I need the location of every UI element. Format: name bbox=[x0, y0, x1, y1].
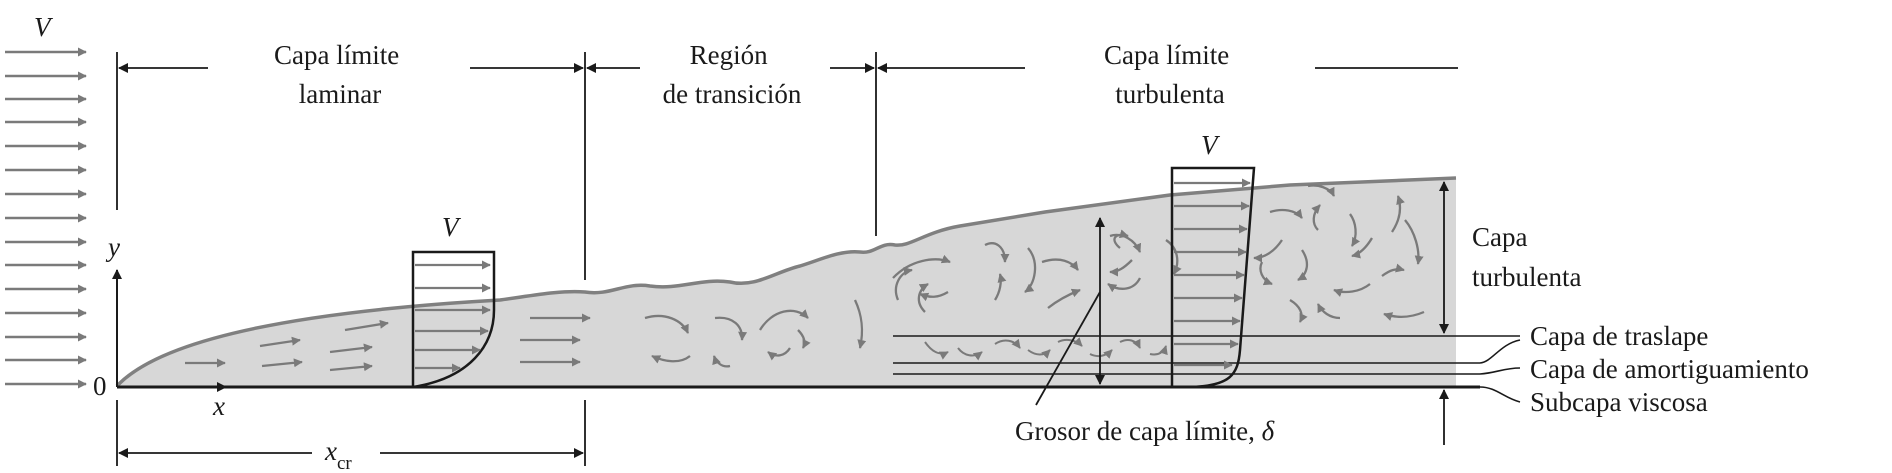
turbulent-layer-label: Capa turbulenta bbox=[1472, 222, 1581, 292]
region-dimensions bbox=[116, 52, 1458, 280]
free-stream-arrows bbox=[5, 47, 87, 389]
origin-label: 0 bbox=[93, 371, 107, 401]
x-axis-label: x bbox=[212, 391, 225, 421]
buffer-layer-label: Capa de amortiguamiento bbox=[1530, 354, 1809, 384]
laminar-velocity-label: V bbox=[442, 212, 462, 242]
transition-region-label: Región de transición bbox=[663, 40, 802, 109]
turbulent-velocity-label: V bbox=[1201, 130, 1221, 160]
sublayer-leaders bbox=[1479, 339, 1521, 403]
turbulent-velocity-profile bbox=[1170, 166, 1256, 389]
laminar-flow-arrows bbox=[185, 313, 591, 372]
free-stream-velocity-label: V bbox=[34, 12, 54, 42]
turbulent-eddies bbox=[892, 184, 1425, 323]
wall-region-lines bbox=[893, 335, 1520, 375]
y-axis-label: y bbox=[105, 232, 120, 262]
boundary-layer-edge bbox=[115, 176, 1457, 388]
thickness-label: Grosor de capa límite, δ bbox=[1015, 416, 1275, 446]
laminar-velocity-profile bbox=[411, 250, 496, 389]
laminar-region-label: Capa límite laminar bbox=[274, 40, 406, 109]
xcr-dimension bbox=[116, 400, 586, 466]
near-wall-eddies bbox=[924, 337, 1168, 361]
boundary-layer-region bbox=[117, 178, 1456, 386]
thickness-dimension bbox=[1035, 217, 1105, 406]
transition-eddies bbox=[644, 299, 867, 368]
turbulent-region-label: Capa límite turbulenta bbox=[1104, 40, 1236, 109]
viscous-sublayer-label: Subcapa viscosa bbox=[1530, 387, 1708, 417]
xcr-label: xcr bbox=[324, 436, 352, 473]
overlap-layer-label: Capa de traslape bbox=[1530, 321, 1708, 351]
